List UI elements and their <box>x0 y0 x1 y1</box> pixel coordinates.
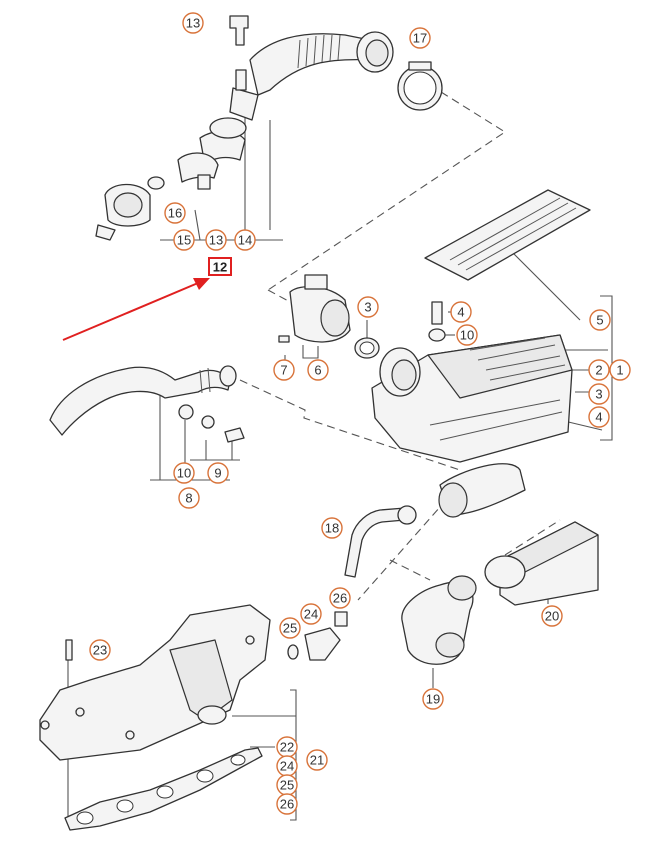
callout-6[interactable]: 6 <box>307 359 329 381</box>
callout-9[interactable]: 9 <box>207 462 229 484</box>
callout-3-top-text: 3 <box>364 300 371 315</box>
callout-13-top[interactable]: 13 <box>182 12 204 34</box>
callout-2-text: 2 <box>595 363 602 378</box>
callout-22[interactable]: 22 <box>276 736 298 758</box>
manifold-gasket <box>64 747 263 831</box>
crankcase-vent-pipe <box>49 365 237 436</box>
callout-10-mid[interactable]: 10 <box>173 462 195 484</box>
callout-3-right-text: 3 <box>595 387 602 402</box>
bolts-8-9-10 <box>178 404 245 443</box>
callout-1[interactable]: 1 <box>609 359 631 381</box>
callout-24-top[interactable]: 24 <box>300 603 322 625</box>
callout-7[interactable]: 7 <box>273 359 295 381</box>
callout-9-text: 9 <box>214 466 221 481</box>
callout-4-right[interactable]: 4 <box>588 406 610 428</box>
callout-15-text: 15 <box>177 233 191 248</box>
callout-26-top[interactable]: 26 <box>329 587 351 609</box>
intake-hose-top <box>229 31 394 121</box>
callout-26-top-text: 26 <box>333 591 347 606</box>
callout-18[interactable]: 18 <box>321 517 343 539</box>
callout-1-text: 1 <box>616 363 623 378</box>
callout-26-bottom-text: 26 <box>280 797 294 812</box>
callout-25-bottom[interactable]: 25 <box>276 774 298 796</box>
callout-2[interactable]: 2 <box>588 359 610 381</box>
callout-25-top[interactable]: 25 <box>279 617 301 639</box>
callout-10-top[interactable]: 10 <box>456 324 478 346</box>
callout-20-text: 20 <box>545 609 559 624</box>
callout-14[interactable]: 14 <box>234 229 256 251</box>
callout-17-text: 17 <box>413 31 427 46</box>
hose-clamp-17 <box>397 61 443 111</box>
callout-10-top-text: 10 <box>460 328 474 343</box>
callout-7-text: 7 <box>280 363 287 378</box>
callout-14-text: 14 <box>238 233 252 248</box>
callout-13-mid[interactable]: 13 <box>205 229 227 251</box>
callout-24-bottom-text: 24 <box>280 759 294 774</box>
callout-6-text: 6 <box>314 363 321 378</box>
callout-5-text: 5 <box>596 313 603 328</box>
callout-22-text: 22 <box>280 740 294 755</box>
callout-13-mid-text: 13 <box>209 233 223 248</box>
callout-8[interactable]: 8 <box>178 487 200 509</box>
callout-16[interactable]: 16 <box>164 202 186 224</box>
callout-17[interactable]: 17 <box>409 27 431 49</box>
turbo-inlet-parts <box>95 117 247 241</box>
callout-18-text: 18 <box>325 521 339 536</box>
callout-5[interactable]: 5 <box>589 309 611 331</box>
highlight-arrow <box>62 278 210 341</box>
callout-4-top[interactable]: 4 <box>450 301 472 323</box>
air-filter-housing <box>371 301 573 518</box>
callout-13-top-text: 13 <box>186 16 200 31</box>
air-filter-lid <box>424 189 591 281</box>
callout-24-top-text: 24 <box>304 607 318 622</box>
callout-4-top-text: 4 <box>457 305 464 320</box>
callout-10-mid-text: 10 <box>177 466 191 481</box>
duct-20 <box>484 521 599 606</box>
intake-manifold <box>39 604 271 761</box>
callout-16-text: 16 <box>168 206 182 221</box>
callout-19[interactable]: 19 <box>422 688 444 710</box>
callout-3-top[interactable]: 3 <box>357 296 379 318</box>
callout-19-text: 19 <box>426 692 440 707</box>
mass-air-flow-sensor <box>278 274 380 359</box>
callout-4-right-text: 4 <box>595 410 602 425</box>
highlight-label-12[interactable]: 12 <box>208 257 232 276</box>
callout-23-text: 23 <box>93 643 107 658</box>
callout-25-bottom-text: 25 <box>280 778 294 793</box>
callout-3-right[interactable]: 3 <box>588 383 610 405</box>
hose-18 <box>344 505 417 578</box>
callout-20[interactable]: 20 <box>541 605 563 627</box>
callout-8-text: 8 <box>185 491 192 506</box>
callout-21-text: 21 <box>310 753 324 768</box>
highlight-label-12-text: 12 <box>213 260 227 275</box>
callout-21[interactable]: 21 <box>306 749 328 771</box>
callout-15[interactable]: 15 <box>173 229 195 251</box>
callout-26-bottom[interactable]: 26 <box>276 793 298 815</box>
callout-25-top-text: 25 <box>283 621 297 636</box>
hose-19 <box>401 575 477 665</box>
callout-23[interactable]: 23 <box>89 639 111 661</box>
sensor-13-top <box>229 15 249 46</box>
callout-24-bottom[interactable]: 24 <box>276 755 298 777</box>
fitting-24-26 <box>287 611 348 661</box>
